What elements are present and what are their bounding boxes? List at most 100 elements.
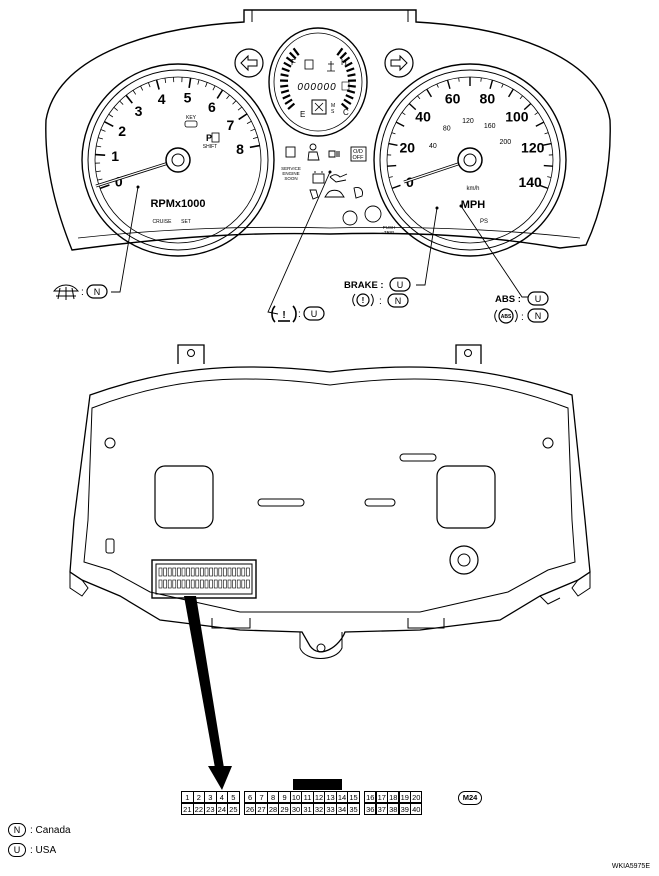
wiper-callout-colon: : <box>81 287 84 298</box>
rear-connector-pin <box>158 567 163 577</box>
connector-pin: 15 <box>347 791 360 803</box>
tach-tick <box>205 82 208 88</box>
tach-tick <box>188 77 192 88</box>
connector-pin: 32 <box>312 803 326 815</box>
speedo-tick <box>519 95 523 100</box>
fuel-segment <box>288 51 297 60</box>
connector-pin: 18 <box>387 791 400 803</box>
brake-symbol-code: N <box>395 296 402 306</box>
rear-connector-pin <box>186 567 190 577</box>
rear-connector-pin <box>190 567 195 577</box>
connector-pin: 25 <box>227 803 240 815</box>
temp-segment <box>345 94 354 100</box>
kmh-number: 80 <box>443 125 451 132</box>
oil-pressure-warning-icon <box>329 173 348 183</box>
seat-belt-warning-icon <box>309 189 319 200</box>
connector-pin: 14 <box>335 791 349 803</box>
speedo-tick <box>535 121 545 127</box>
speedo-tick <box>458 77 460 82</box>
svg-text:!: ! <box>362 296 365 305</box>
connector-pin: 9 <box>278 791 291 803</box>
rear-connector-pin <box>236 579 241 589</box>
tpms-callout-colon: : <box>298 309 301 320</box>
temp-segment <box>346 67 355 73</box>
tpms-code-badge <box>303 306 325 321</box>
speedo-tick <box>534 112 539 116</box>
legend-text-usa: : USA <box>30 844 57 856</box>
connector-pin: 36 <box>364 803 377 815</box>
warning-panel <box>285 143 382 226</box>
abs-label: ABS : <box>495 294 521 305</box>
key-label: KEY <box>186 115 197 121</box>
brake-label: BRAKE : <box>344 280 384 291</box>
abs-code: U <box>535 294 542 304</box>
tach-tick <box>147 82 151 88</box>
connector-pointer-arrow <box>184 596 232 790</box>
connector-pin: 2 <box>192 791 205 803</box>
temp-segment <box>339 51 348 60</box>
fuel-pump-icon <box>304 59 314 70</box>
temp-hot-label: H <box>341 58 347 67</box>
tach-number: 5 <box>184 90 192 106</box>
tach-tick <box>197 79 200 85</box>
speedo-tick <box>539 184 549 190</box>
speedo-tick <box>387 164 397 167</box>
temp-segment <box>346 89 356 94</box>
mph-number: 80 <box>480 90 496 106</box>
speedo-tick <box>542 142 552 147</box>
set-label: SET <box>181 219 191 225</box>
brake-symbol-colon: : <box>379 296 382 307</box>
tach-tick <box>97 178 103 181</box>
tach-tick <box>164 77 167 84</box>
rear-connector-pin <box>195 567 200 577</box>
fuel-segment <box>282 94 291 100</box>
trip-label: TRIP <box>384 230 394 235</box>
mph-number: 40 <box>415 108 431 124</box>
speedo-tick <box>489 79 494 89</box>
rear-connector-pin <box>227 579 232 589</box>
rear-connector-pin <box>167 567 172 577</box>
abs-warning-icon <box>494 308 518 324</box>
tach-tick <box>108 113 114 118</box>
connector-pin: 4 <box>215 791 228 803</box>
service-engine-label-1: SERVICE <box>281 166 301 171</box>
mph-number: 100 <box>505 108 529 124</box>
security-indicator-icon <box>311 99 327 115</box>
speedo-tick <box>391 132 396 135</box>
traction-indicator-icon <box>353 187 363 199</box>
tach-tick <box>95 170 101 173</box>
door-open-warning-icon <box>324 189 345 198</box>
connector-pin: 13 <box>324 791 337 803</box>
rear-connector-pin <box>213 567 218 577</box>
rear-connector-pin <box>246 567 250 577</box>
connector-pin: 3 <box>204 791 217 803</box>
fuel-empty-label: E <box>300 110 305 119</box>
mph-number: 0 <box>406 174 414 190</box>
kmh-number: 40 <box>429 143 437 150</box>
abs-icon-text: ABS <box>501 314 512 320</box>
tach-tick <box>96 145 102 148</box>
cruise-label: CRUISE <box>153 219 173 225</box>
legend-usa: U : USA <box>8 843 56 857</box>
wiper-code-badge <box>86 284 108 299</box>
connector-pin: 34 <box>335 803 349 815</box>
speedo-tick <box>547 176 552 178</box>
odometer-mode-m: M <box>331 103 335 109</box>
fuel-full-label: F <box>291 58 296 67</box>
coolant-temp-icon <box>327 61 335 72</box>
rear-connector-pin <box>241 579 246 589</box>
tach-number: 3 <box>135 103 143 119</box>
ps-label: PS <box>480 219 488 225</box>
push-label: PUSH <box>383 225 396 230</box>
gear-indicator-icon <box>342 210 358 226</box>
connector-key-block <box>293 779 342 790</box>
connector-pin: 29 <box>278 803 291 815</box>
turn-signal-right-icon <box>384 48 414 78</box>
fuel-segment <box>280 73 289 78</box>
od-off-label-2: OFF <box>353 155 365 161</box>
cluster-rear-view <box>69 344 591 659</box>
tach-tick <box>100 129 106 132</box>
rear-connector-pin <box>246 579 250 589</box>
